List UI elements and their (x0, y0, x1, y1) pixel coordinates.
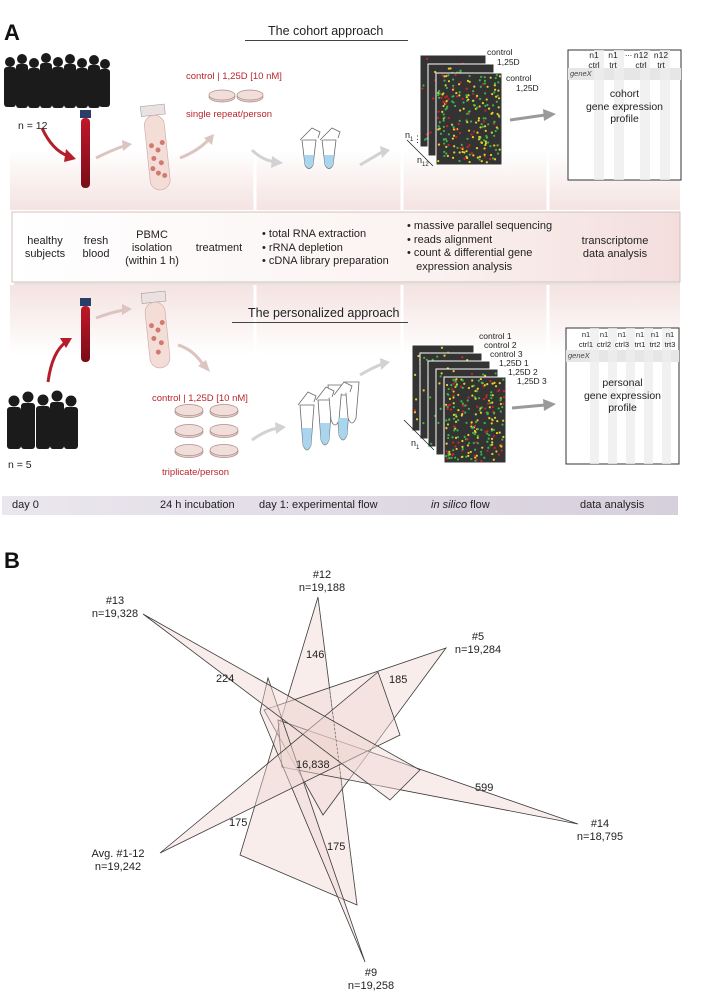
personal-stack-label-6: 1,25D 3 (517, 376, 547, 386)
personal-stack-label-5: 1,25D 2 (508, 367, 538, 377)
cohort-treatment-label: control | 1,25D [10 nM] (186, 71, 282, 82)
timeline-day0: day 0 (12, 499, 39, 511)
personal-blood-tube-icon (80, 298, 91, 362)
region-unique-13: 224 (216, 673, 235, 685)
timeline-insilico: in silico flow (431, 499, 490, 511)
personal-n-label: n = 5 (8, 459, 32, 471)
cohort-repeat-label: single repeat/person (186, 109, 273, 120)
panel-a-label: A (4, 20, 20, 45)
timeline-day1: day 1: experimental flow (259, 499, 378, 511)
region-unique-avg: 175 (229, 817, 248, 829)
panel-a-graphics (2, 49, 682, 515)
personalized-title-underline (232, 322, 408, 323)
cohort-stack-label-1: control (487, 47, 513, 57)
personal-pbmc-tube-icon (140, 290, 171, 369)
step-sequencing-analysis: • massive parallel sequencing• reads ali… (407, 220, 553, 273)
region-unique-12: 146 (306, 649, 325, 661)
cohort-pbmc-tube-icon (140, 103, 171, 191)
cohort-approach-title: The cohort approach (268, 24, 384, 38)
step-rna-preparation: • total RNA extraction• rRNA depletion• … (262, 228, 389, 267)
venn-hidden-edges (142, 596, 391, 906)
personal-stack-label-2: control 2 (484, 340, 517, 350)
cohort-people-icon (4, 53, 110, 108)
cohort-sheet-ellipsis: ... (625, 48, 633, 58)
venn-set-14 (277, 719, 579, 825)
region-unique-9: 175 (327, 841, 346, 853)
personalized-approach-title: The personalized approach (248, 306, 400, 320)
cohort-n-label: n = 12 (18, 120, 48, 132)
personal-stack-n: n1 (411, 438, 420, 451)
venn-set-avg (159, 671, 401, 854)
step-treatment: treatment (195, 242, 243, 254)
cohort-petri-dish-icon (208, 89, 264, 103)
region-unique-14: 599 (475, 782, 494, 794)
personal-people-icon (7, 390, 78, 449)
venn-set-13 (142, 613, 421, 801)
personal-expression-sheet (565, 327, 680, 465)
region-unique-5: 185 (389, 674, 408, 686)
personal-sequencing-stack-icon (411, 344, 507, 464)
venn-set-5 (263, 647, 448, 816)
cohort-stack-n1: n1 (405, 130, 414, 143)
personal-sheet-gene: geneX (568, 351, 590, 360)
cohort-blood-tube-icon (80, 110, 91, 188)
personal-eppendorf-tube-icon (297, 381, 360, 451)
cohort-stack-label-3: control (506, 73, 532, 83)
region-core: 16,838 (296, 759, 330, 771)
cohort-stack-label-4: 1,25D (516, 83, 539, 93)
personal-stack-label-1: control 1 (479, 331, 512, 341)
panel-b-label: B (4, 548, 20, 573)
personal-petri-dish-icon (174, 404, 239, 458)
timeline-incubation: 24 h incubation (160, 499, 235, 511)
cohort-expression-sheet (567, 49, 682, 181)
cohort-sheet-gene: geneX (570, 69, 592, 78)
personal-stack-label-3: control 3 (490, 349, 523, 359)
personal-repeat-label: triplicate/person (162, 467, 230, 478)
personal-treatment-label: control | 1,25D [10 nM] (152, 393, 248, 404)
timeline-data-analysis: data analysis (580, 499, 645, 511)
cohort-title-underline (245, 40, 408, 41)
cohort-stack-n12: n12 (417, 155, 429, 168)
cohort-stack-dots: ⋮ (413, 134, 422, 144)
cohort-stack-label-2: 1,25D (497, 57, 520, 67)
cohort-sequencing-stack-icon (419, 54, 503, 166)
personal-stack-label-4: 1,25D 1 (499, 358, 529, 368)
venn-set-9 (259, 676, 366, 963)
